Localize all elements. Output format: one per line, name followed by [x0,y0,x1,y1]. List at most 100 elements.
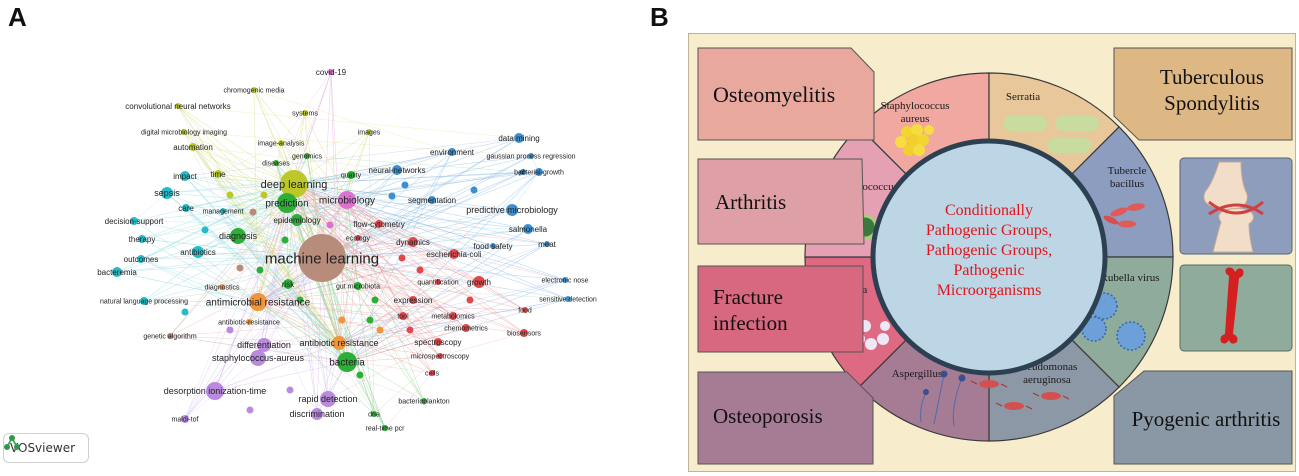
disease-box-arthritis[interactable] [697,158,865,245]
network-node[interactable] [175,103,181,109]
network-node[interactable] [320,391,336,407]
network-node[interactable] [257,338,271,352]
network-node[interactable] [544,241,550,247]
network-node[interactable] [392,165,402,175]
network-node[interactable] [399,312,407,320]
vosviewer-badge[interactable]: VOSviewer [3,433,89,463]
disease-box-osteomyelitis[interactable] [697,47,875,141]
network-node[interactable] [565,296,571,302]
network-node[interactable] [167,333,173,339]
network-node[interactable] [428,196,436,204]
network-node[interactable] [273,160,279,166]
network-node[interactable] [214,170,222,178]
disease-box-fracture_infection[interactable] [697,265,864,353]
disease-label-tuberculous_spondylitis: Spondylitis [1164,91,1260,115]
network-term-label: gaussian process regression [486,153,575,160]
network-node[interactable] [382,425,388,431]
network-node[interactable] [338,191,356,209]
network-term-label: therapy [129,235,156,244]
network-node[interactable] [514,133,524,143]
network-node[interactable] [311,408,323,420]
network-node[interactable] [304,153,310,159]
network-node[interactable] [278,140,284,146]
network-node[interactable] [181,129,187,135]
network-node[interactable] [535,168,543,176]
network-node[interactable] [520,169,526,175]
network-node[interactable] [251,87,257,93]
network-node[interactable] [429,370,435,376]
network-term-label: diagnostics [204,284,240,291]
network-node[interactable] [280,170,308,198]
center-circle [870,138,1108,376]
network-node[interactable] [371,411,377,417]
network-node[interactable] [277,193,297,213]
network-node[interactable] [434,338,442,346]
network-node[interactable] [328,69,334,75]
network-node[interactable] [421,398,427,404]
network-node[interactable] [138,235,146,243]
network-node[interactable] [448,148,456,156]
staphylococcus-illustration [895,124,934,156]
sector-label-tubercle: Tubercle [1108,165,1147,177]
disease-label-arthritis: Arthritis [715,190,786,214]
network-node[interactable] [355,235,361,241]
network-node-minor [286,386,294,394]
network-node[interactable] [298,234,346,282]
network-term-label: maldi-tof [172,416,199,423]
network-node[interactable] [409,296,417,304]
network-node[interactable] [189,143,197,151]
network-node[interactable] [375,220,383,228]
network-node[interactable] [528,153,534,159]
network-node[interactable] [180,171,190,181]
network-node[interactable] [462,324,470,332]
network-node[interactable] [437,353,443,359]
network-node[interactable] [140,297,148,305]
network-term-label: diseases [262,160,290,167]
network-node[interactable] [206,382,224,400]
network-node[interactable] [219,284,225,290]
network-node[interactable] [449,312,457,320]
network-node-minor [226,326,234,334]
serratia-illustration [1003,116,1099,153]
network-node[interactable] [449,249,459,259]
network-node[interactable] [523,224,533,234]
network-node[interactable] [249,293,267,311]
network-node[interactable] [347,171,355,179]
network-node[interactable] [181,415,189,423]
network-node[interactable] [332,336,346,350]
network-node[interactable] [182,204,190,212]
network-node[interactable] [161,187,173,199]
network-node[interactable] [230,228,246,244]
network-node[interactable] [137,255,145,263]
network-term-label: quantification [417,279,458,286]
sector-label-staphylococcus: Staphylococcus [880,100,949,112]
network-node[interactable] [366,129,372,135]
network-node[interactable] [302,110,308,116]
network-node[interactable] [473,276,485,288]
network-term-label: microspectroscopy [411,353,470,360]
network-node[interactable] [435,279,441,285]
panel-b-letter: B [650,2,669,32]
network-node[interactable] [562,277,568,283]
network-node[interactable] [337,352,357,372]
network-node[interactable] [246,319,252,325]
network-node[interactable] [192,246,204,258]
network-node[interactable] [506,204,518,216]
network-node[interactable] [490,243,496,249]
network-node[interactable] [291,214,303,226]
network-node[interactable] [283,279,293,289]
network-node[interactable] [250,350,266,366]
network-node[interactable] [408,237,418,247]
disease-box-pyogenic_arthritis[interactable] [1113,370,1293,465]
network-node[interactable] [520,329,528,337]
disease-box-tuberculous_spondylitis[interactable] [1113,47,1293,141]
network-node[interactable] [354,282,362,290]
sector-label-rubella: Rubella virus [1101,272,1160,284]
network-node[interactable] [112,267,122,277]
network-node[interactable] [130,217,138,225]
network-node[interactable] [220,208,226,214]
network-node[interactable] [522,307,528,313]
disease-box-osteoporosis[interactable] [697,371,874,465]
